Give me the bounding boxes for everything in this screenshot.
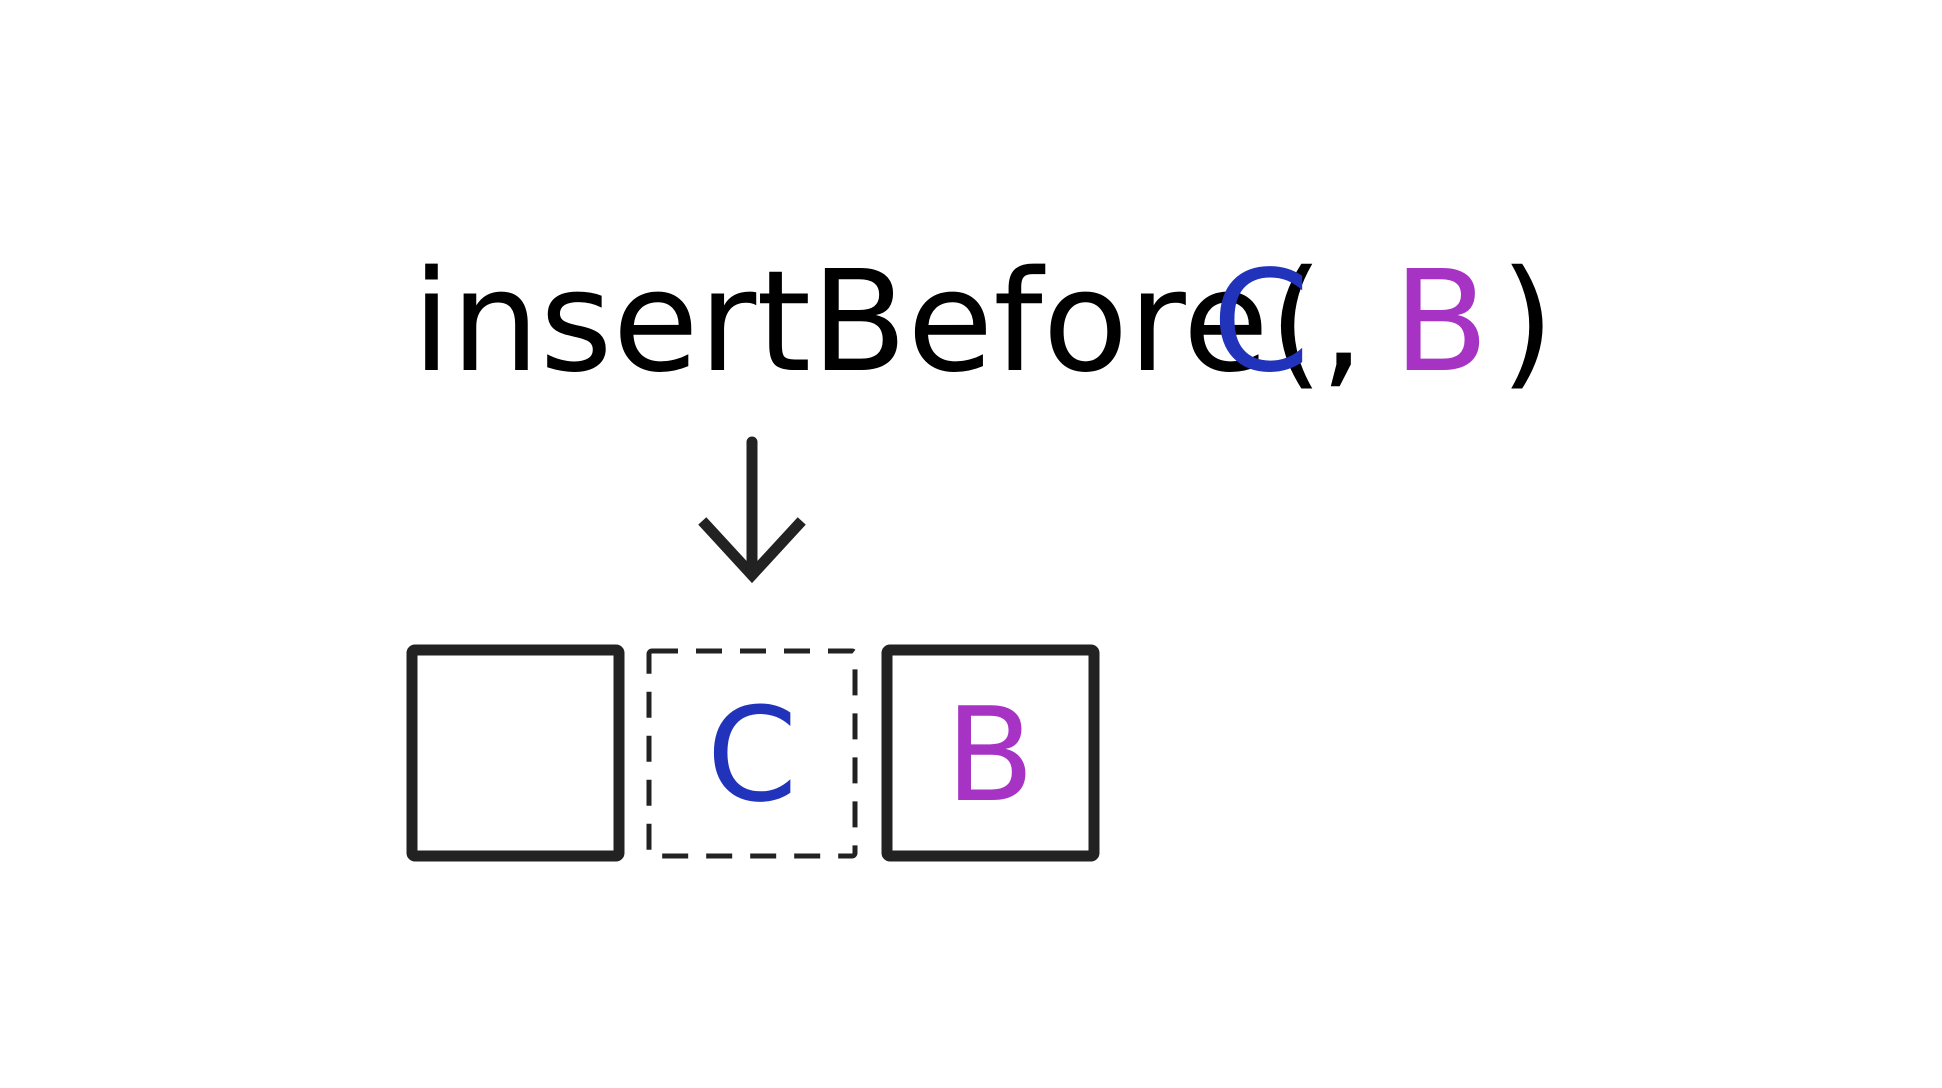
argument-c: C: [1212, 241, 1310, 404]
arrow-down-icon: [698, 436, 806, 584]
argument-separator: ,: [1320, 241, 1365, 404]
reference-node-box: B: [881, 644, 1100, 862]
function-name: insertBefore(: [412, 241, 1324, 404]
existing-node-box: [406, 644, 625, 862]
close-paren: ): [1500, 241, 1555, 404]
inserted-node-label: C: [707, 679, 798, 831]
inserted-node-box: C: [646, 648, 858, 859]
reference-node-label: B: [945, 679, 1034, 831]
argument-b: B: [1393, 241, 1489, 404]
function-call: insertBefore( C , B ): [412, 241, 1555, 404]
